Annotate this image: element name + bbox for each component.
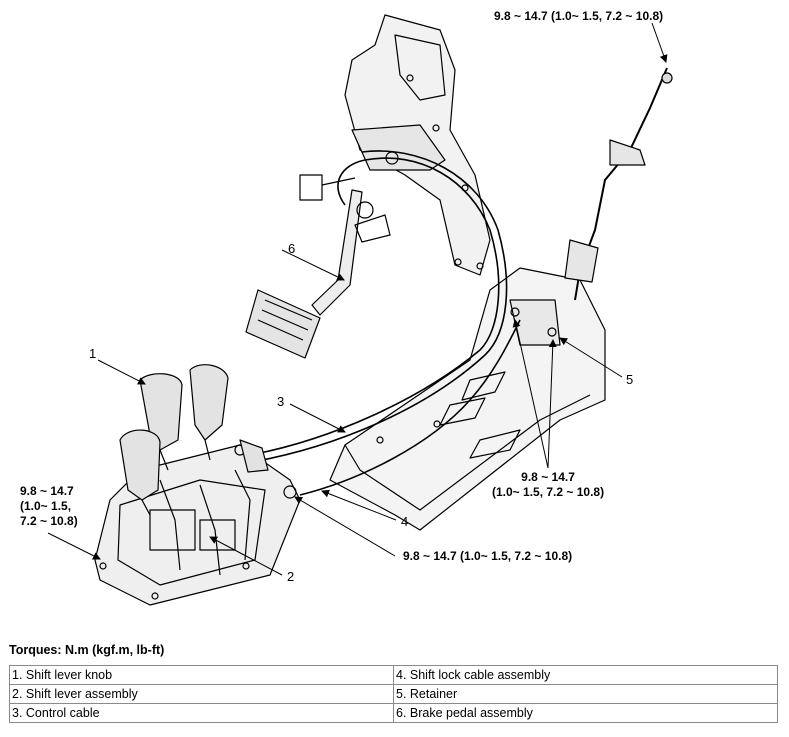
- torque-label-right: 9.8 ~ 14.7 (1.0~ 1.5, 7.2 ~ 10.8): [492, 470, 604, 500]
- callout-number-5: 5: [626, 372, 634, 387]
- floor-console: [329, 267, 606, 531]
- torque-label-left-line1: 9.8 ~ 14.7: [20, 484, 74, 498]
- parts-legend-table: 1. Shift lever knob 4. Shift lock cable …: [9, 665, 778, 723]
- table-row: 3. Control cable 6. Brake pedal assembly: [9, 703, 778, 723]
- torque-label-right-line1: 9.8 ~ 14.7: [521, 470, 575, 484]
- legend-cell: 1. Shift lever knob: [9, 665, 394, 685]
- table-row: 2. Shift lever assembly 5. Retainer: [9, 684, 778, 704]
- shift-lever-knobs: [119, 364, 229, 516]
- callout-number-3: 3: [277, 394, 285, 409]
- table-row: 1. Shift lever knob 4. Shift lock cable …: [9, 665, 778, 685]
- legend-cell: 6. Brake pedal assembly: [393, 703, 778, 723]
- brake-pedal-bracket: [299, 14, 491, 276]
- leader-lines: [47, 22, 668, 576]
- legend-cell: 2. Shift lever assembly: [9, 684, 394, 704]
- legend-cell: 3. Control cable: [9, 703, 394, 723]
- brake-pedal: [245, 189, 391, 359]
- torque-label-right-line2: (1.0~ 1.5, 7.2 ~ 10.8): [492, 485, 605, 499]
- torque-units-heading: Torques: N.m (kgf.m, lb-ft): [9, 643, 165, 657]
- legend-cell: 5. Retainer: [393, 684, 778, 704]
- legend-cell: 4. Shift lock cable assembly: [393, 665, 778, 685]
- cables: [249, 67, 673, 496]
- exploded-view-diagram: [47, 14, 673, 606]
- torque-label-left: 9.8 ~ 14.7 (1.0~ 1.5, 7.2 ~ 10.8): [20, 484, 78, 529]
- callout-number-6: 6: [288, 241, 296, 256]
- callout-number-2: 2: [287, 569, 295, 584]
- callout-number-4: 4: [401, 514, 409, 529]
- torque-label-left-line2: (1.0~ 1.5,: [20, 499, 72, 513]
- callout-number-1: 1: [89, 346, 97, 361]
- torque-label-bottom: 9.8 ~ 14.7 (1.0~ 1.5, 7.2 ~ 10.8): [403, 549, 573, 563]
- torque-label-left-line3: 7.2 ~ 10.8): [20, 514, 78, 528]
- torque-label-top-right: 9.8 ~ 14.7 (1.0~ 1.5, 7.2 ~ 10.8): [494, 9, 664, 23]
